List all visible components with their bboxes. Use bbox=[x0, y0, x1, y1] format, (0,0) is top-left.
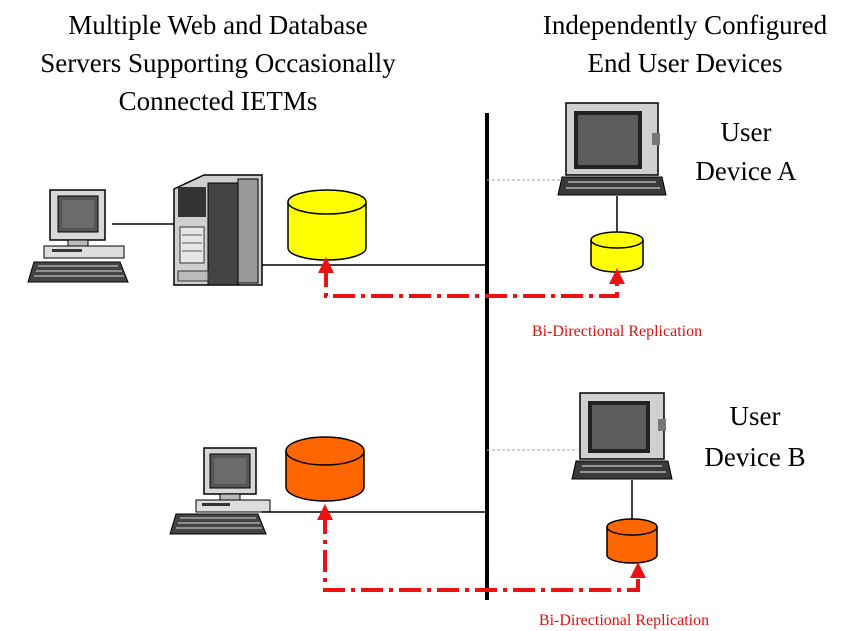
database-icon bbox=[285, 436, 365, 502]
device-b-label-line-1: User bbox=[730, 401, 781, 431]
left-heading-line-1: Multiple Web and Database bbox=[68, 10, 368, 40]
device-a-label: User Device A bbox=[695, 117, 797, 186]
replication-path-bottom bbox=[317, 504, 646, 592]
left-heading: Multiple Web and Database Servers Suppor… bbox=[40, 10, 396, 116]
database-icon bbox=[606, 518, 658, 564]
laptop-icon bbox=[571, 392, 673, 480]
desktop-computer-icon bbox=[27, 189, 129, 283]
database-icon bbox=[590, 231, 644, 273]
desktop-computer-icon bbox=[169, 447, 271, 535]
laptop-icon bbox=[557, 102, 667, 196]
server-tower-icon bbox=[173, 174, 263, 286]
right-heading: Independently Configured End User Device… bbox=[543, 10, 828, 78]
replication-path-top bbox=[318, 257, 625, 298]
device-a-label-line-1: User bbox=[721, 117, 772, 147]
device-b-label-line-2: Device B bbox=[704, 442, 805, 472]
right-heading-line-1: Independently Configured bbox=[543, 10, 828, 40]
right-heading-line-2: End User Devices bbox=[588, 48, 783, 78]
left-heading-line-3: Connected IETMs bbox=[119, 86, 318, 116]
device-b-label: User Device B bbox=[704, 401, 805, 472]
database-icon bbox=[287, 189, 367, 261]
replication-label-top: Bi-Directional Replication bbox=[532, 323, 702, 340]
left-heading-line-2: Servers Supporting Occasionally bbox=[40, 48, 396, 78]
device-a-label-line-2: Device A bbox=[695, 156, 797, 186]
replication-label-bottom: Bi-Directional Replication bbox=[539, 612, 709, 629]
